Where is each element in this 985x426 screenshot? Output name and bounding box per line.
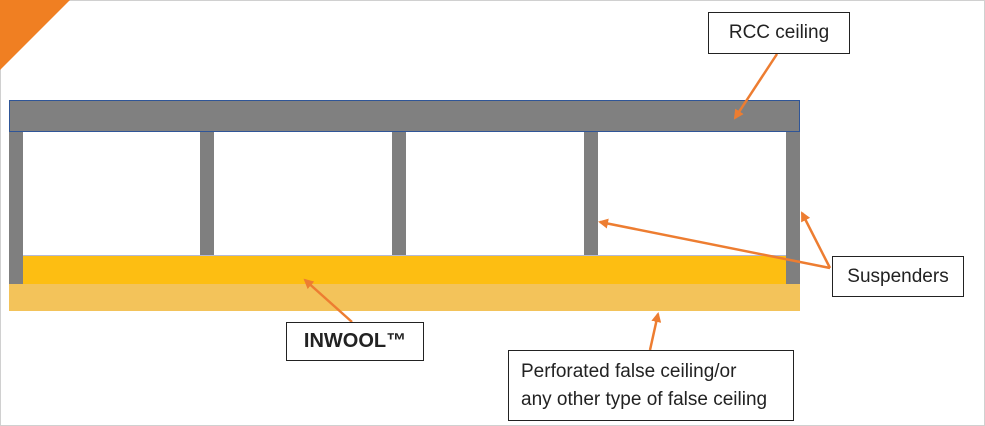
suspender-rod xyxy=(584,132,598,284)
label-suspenders-text: Suspenders xyxy=(847,265,949,287)
label-false-ceiling-line1: Perforated false ceiling/or xyxy=(521,360,737,382)
arrow-suspender-1 xyxy=(598,218,831,270)
label-inwool: INWOOL™ xyxy=(286,322,424,361)
suspender-rod xyxy=(786,132,800,284)
suspender-rod xyxy=(9,132,23,284)
label-false-ceiling-line2: any other type of false ceiling xyxy=(521,388,768,410)
inwool-insulation-layer xyxy=(23,255,786,285)
arrow-suspender-2 xyxy=(800,211,832,269)
label-inwool-text: INWOOL™ xyxy=(303,330,407,352)
rcc-ceiling-slab xyxy=(9,100,800,132)
suspender-rod xyxy=(392,132,406,284)
corner-accent-triangle xyxy=(0,0,70,70)
label-rcc-ceiling: RCC ceiling xyxy=(708,12,850,54)
arrow-inwool xyxy=(303,278,353,323)
label-suspenders: Suspenders xyxy=(832,256,964,297)
arrow-false-ceiling xyxy=(648,312,662,351)
suspender-rod xyxy=(200,132,214,284)
label-false-ceiling: Perforated false ceiling/or any other ty… xyxy=(508,350,794,421)
arrow-rcc xyxy=(733,53,779,120)
false-ceiling-panel xyxy=(9,284,800,311)
label-rcc-ceiling-text: RCC ceiling xyxy=(728,22,830,43)
